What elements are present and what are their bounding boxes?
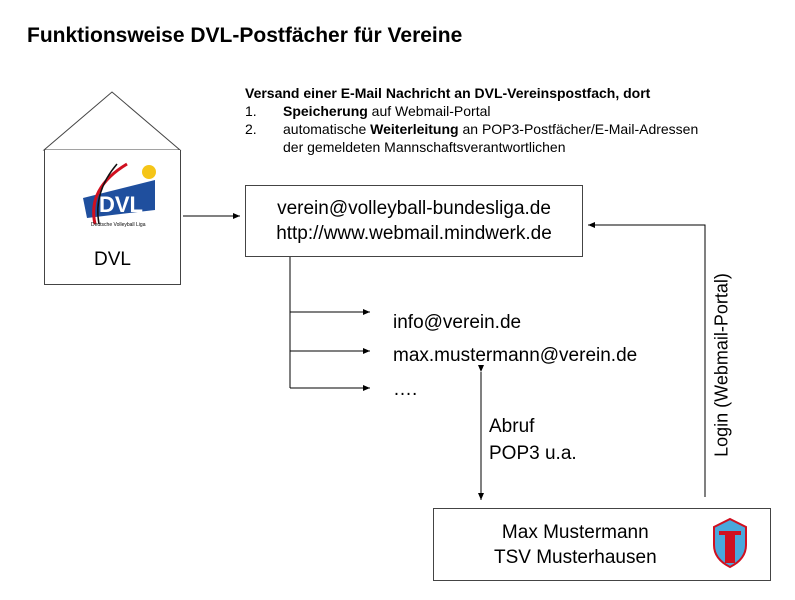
dvl-house: DVL Deutsche Volleyball Liga DVL — [44, 150, 181, 285]
page-title: Funktionsweise DVL-Postfächer für Verein… — [27, 24, 463, 47]
user-info: Max Mustermann TSV Musterhausen — [494, 520, 657, 570]
house-roof — [42, 91, 182, 151]
step-2-cont: der gemeldeten Mannschaftsverantwortlich… — [283, 139, 566, 155]
step-2: 2.automatische Weiterleitung an POP3-Pos… — [245, 121, 699, 137]
recipient-max: max.mustermann@verein.de — [393, 345, 638, 366]
user-box: Max Mustermann TSV Musterhausen — [433, 508, 771, 581]
svg-text:DVL: DVL — [99, 192, 143, 217]
description: Versand einer E-Mail Nachricht an DVL-Ve… — [245, 84, 698, 156]
description-heading: Versand einer E-Mail Nachricht an DVL-Ve… — [245, 85, 651, 101]
mailbox-email: verein@volleyball-bundesliga.de — [277, 198, 551, 219]
user-name: Max Mustermann — [501, 522, 649, 543]
step-1: 1.Speicherung auf Webmail-Portal — [245, 103, 491, 119]
dvl-logo: DVL Deutsche Volleyball Liga — [83, 162, 156, 228]
svg-text:Deutsche Volleyball Liga: Deutsche Volleyball Liga — [91, 222, 146, 228]
login-label: Login (Webmail-Portal) — [711, 273, 732, 457]
mailbox-url: http://www.webmail.mindwerk.de — [276, 223, 552, 244]
login-arrow — [588, 222, 706, 497]
recipient-info: info@verein.de — [393, 312, 522, 333]
user-club: TSV Musterhausen — [494, 547, 657, 568]
dvl-mailbox-box: verein@volleyball-bundesliga.de http://w… — [245, 185, 583, 257]
club-shield-icon — [713, 517, 747, 569]
dvl-label: DVL — [94, 249, 131, 270]
recipient-more: …. — [393, 379, 418, 400]
